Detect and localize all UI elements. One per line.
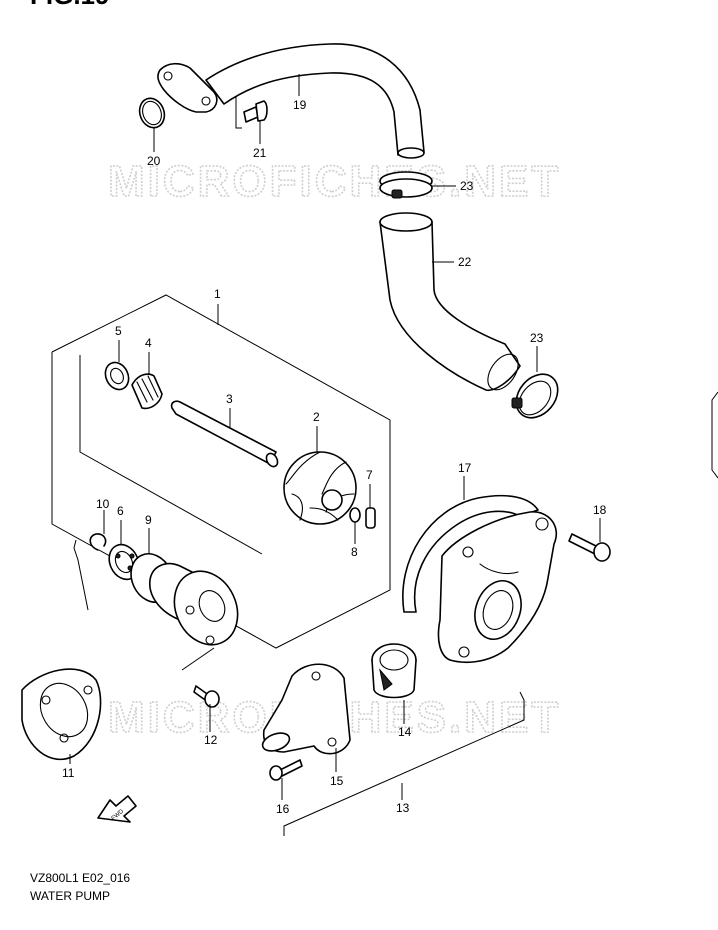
part-5-seal xyxy=(104,361,130,391)
callout-10: 10 xyxy=(96,497,110,511)
direction-mark: FWD xyxy=(97,795,137,823)
callout-15: 15 xyxy=(330,774,344,788)
part-18-bolt xyxy=(568,533,611,562)
callout-2: 2 xyxy=(313,410,320,424)
callout-11: 11 xyxy=(62,766,75,780)
callout-21: 21 xyxy=(253,146,267,160)
part-21-bolt xyxy=(235,96,268,129)
callout-7: 7 xyxy=(366,468,373,482)
part-15-thermostat-cover xyxy=(261,663,351,755)
callout-6: 6 xyxy=(117,504,124,518)
callout-5: 5 xyxy=(115,324,122,338)
callout-22: 22 xyxy=(458,255,472,269)
callout-8: 8 xyxy=(351,545,358,559)
part-20-o-ring xyxy=(138,97,166,129)
assembly-13-bracket xyxy=(283,691,525,836)
part-1-assembly-box xyxy=(51,294,391,671)
part-14-thermostat xyxy=(371,643,417,699)
callout-16: 16 xyxy=(276,802,290,816)
pump-impeller-cover xyxy=(149,562,239,646)
watermark-top: MICROFICHES.NET xyxy=(108,157,561,206)
part-22-water-hose xyxy=(379,212,521,391)
pump-housing xyxy=(437,511,557,664)
part-2-impeller xyxy=(283,451,357,525)
model-code: VZ800L1 E02_016 xyxy=(30,871,130,885)
part-19-water-pipe xyxy=(157,43,425,159)
part-16-screw xyxy=(269,759,303,781)
callout-14: 14 xyxy=(398,725,412,739)
callout-23-lower: 23 xyxy=(530,331,544,345)
page-edge-fragment xyxy=(711,391,718,479)
part-23-hose-clamp-upper xyxy=(379,171,433,199)
part-23-hose-clamp-lower xyxy=(511,373,559,419)
section-name: WATER PUMP xyxy=(30,889,110,903)
callout-numbers: 1 2 3 4 5 6 7 8 9 10 11 12 13 14 15 16 1… xyxy=(62,98,607,816)
callout-23-upper: 23 xyxy=(460,179,474,193)
figure-label: FIG.19 xyxy=(30,0,109,10)
part-7-pin xyxy=(365,507,376,529)
callout-4: 4 xyxy=(145,336,152,350)
callout-12: 12 xyxy=(204,733,218,747)
callout-18: 18 xyxy=(593,503,607,517)
part-17-o-ring xyxy=(402,494,539,613)
callout-17: 17 xyxy=(458,461,472,475)
callout-13: 13 xyxy=(396,801,410,815)
part-4-mechanical-seal xyxy=(131,373,163,410)
part-10-circlip xyxy=(89,533,107,551)
part-3-shaft xyxy=(170,400,279,468)
callout-1: 1 xyxy=(214,287,221,301)
leader-lines xyxy=(69,74,601,800)
part-11-gasket xyxy=(21,668,102,761)
callout-20: 20 xyxy=(147,154,161,168)
part-12-screw xyxy=(193,685,220,708)
callout-19: 19 xyxy=(293,98,307,112)
callout-3: 3 xyxy=(226,392,233,406)
callout-9: 9 xyxy=(145,513,152,527)
part-8-washer xyxy=(349,507,361,523)
